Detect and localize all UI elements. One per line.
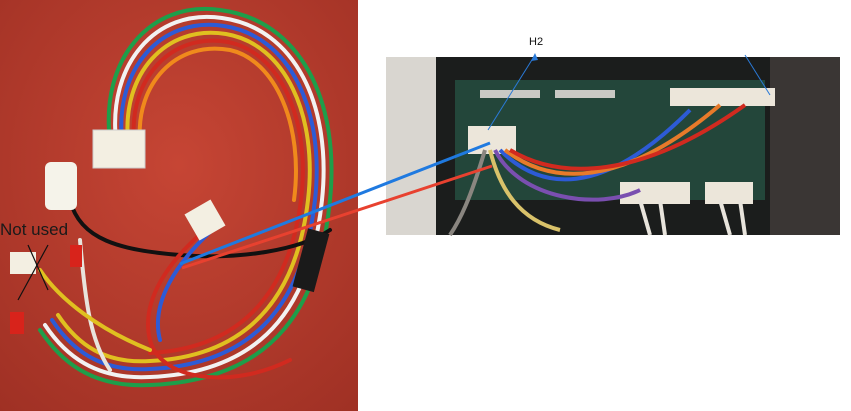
not-used-label: Not used — [0, 220, 69, 239]
h2-label: H2 — [529, 36, 544, 48]
control-board-photo — [386, 53, 840, 237]
harness-photo — [0, 0, 358, 411]
cross-out-mark — [27, 244, 49, 291]
pointer-line-red — [181, 164, 493, 270]
pointer-line-blue — [179, 141, 491, 266]
